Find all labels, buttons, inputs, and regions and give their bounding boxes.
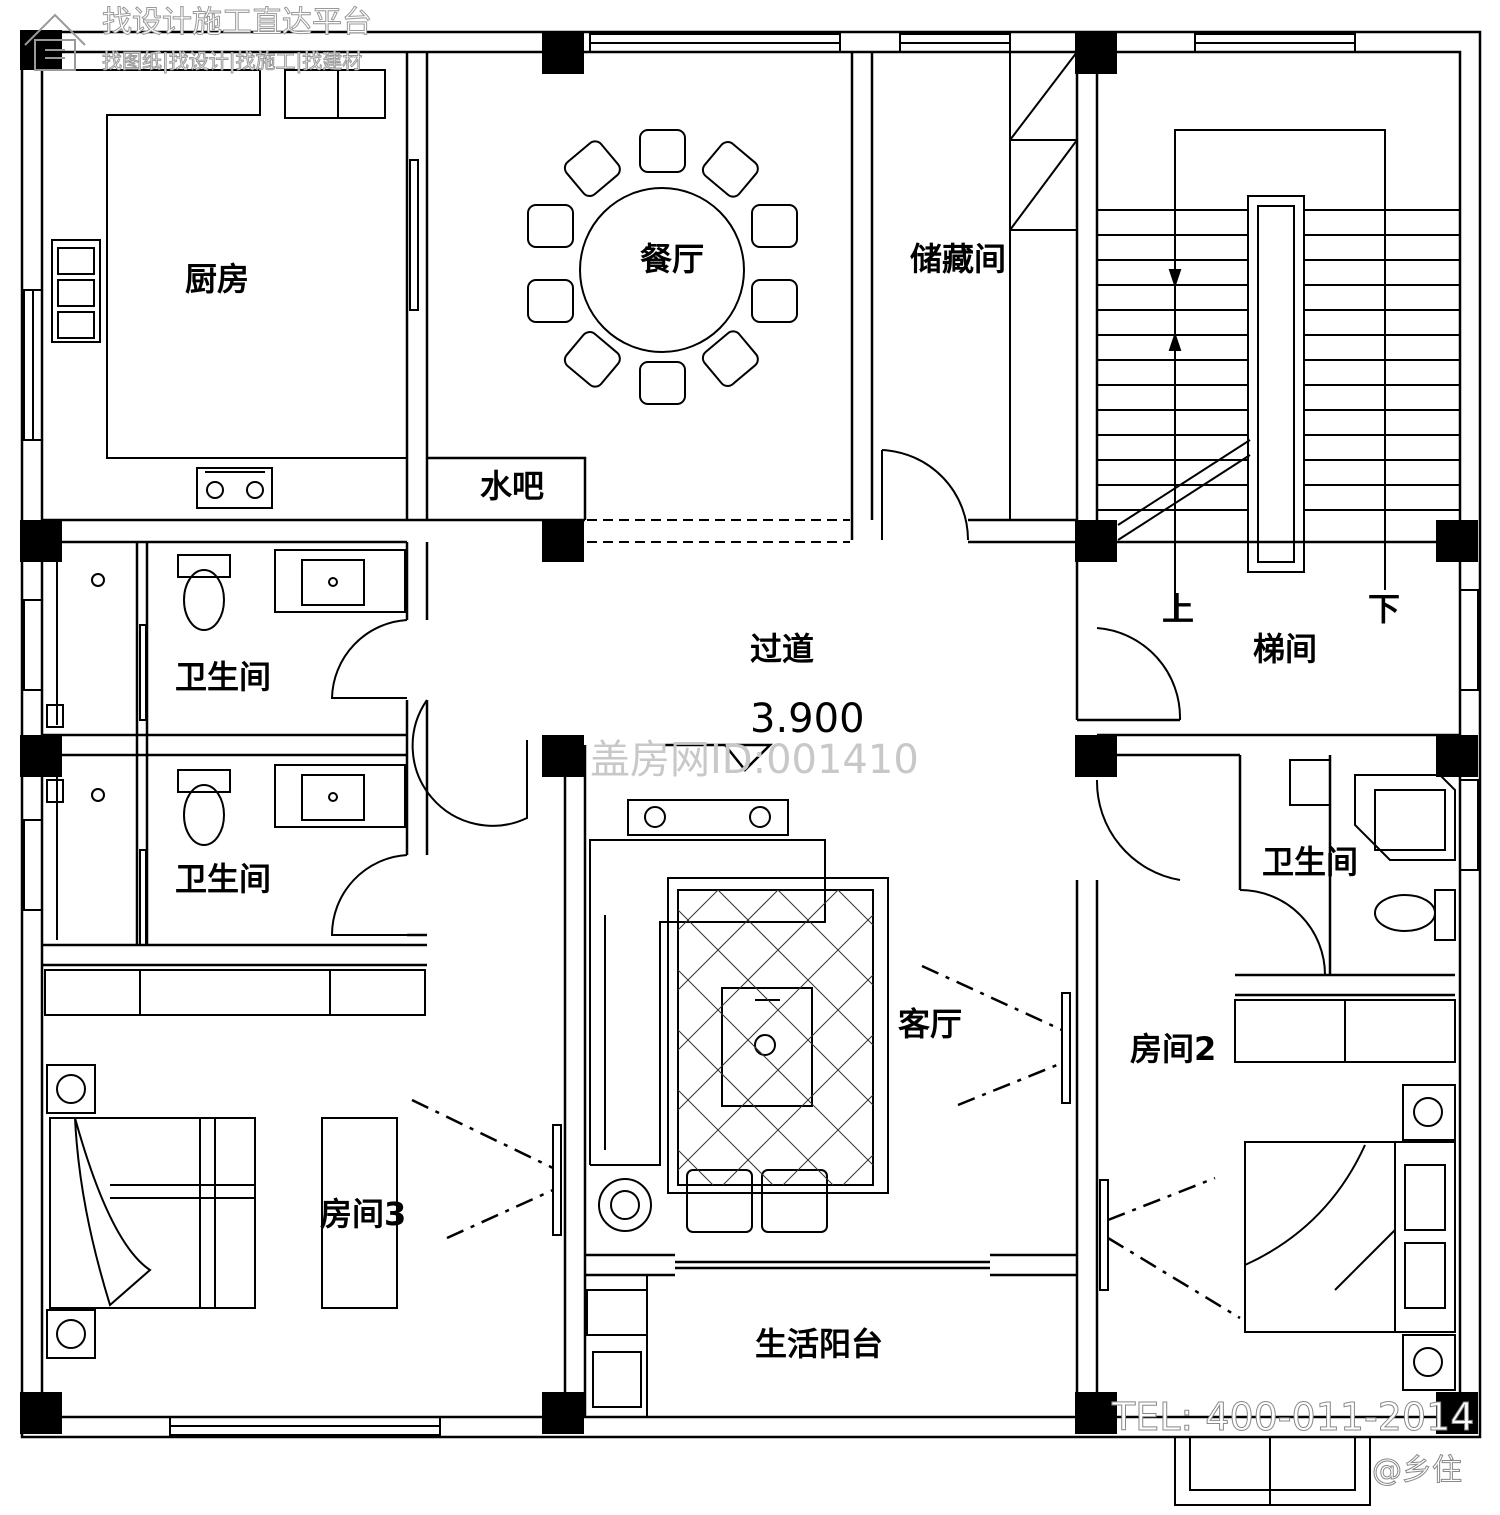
staircase <box>1097 129 1460 620</box>
bath-3-label: 卫生间 <box>1262 843 1358 881</box>
dining-label: 餐厅 <box>640 240 704 278</box>
bedroom-3-label: 房间3 <box>320 1195 406 1233</box>
bedroom-2-label: 房间2 <box>1130 1030 1216 1068</box>
living-room-furniture <box>589 799 889 1233</box>
balcony-label: 生活阳台 <box>755 1325 883 1363</box>
storage-shelves <box>1009 51 1078 520</box>
kitchen-fixtures <box>42 69 407 509</box>
bedroom-3-furniture <box>44 969 426 1359</box>
balcony-fixtures <box>586 1275 648 1417</box>
kitchen-label: 厨房 <box>185 260 249 298</box>
outer-wall <box>20 30 1482 1439</box>
elevation-label: 3.900 <box>750 696 865 742</box>
bedroom-2-furniture <box>1234 759 1456 1391</box>
bath-1-label: 卫生间 <box>175 658 271 696</box>
watermark-brand-links: 找图纸|找设计|找施工|找建材 <box>102 49 362 73</box>
watermark-site-id: 盖房网ID:001410 <box>590 737 919 783</box>
bar-counter <box>427 456 587 520</box>
corridor-label: 过道 <box>750 630 814 668</box>
doors <box>139 159 1326 1291</box>
bar-label: 水吧 <box>480 467 544 505</box>
dining-table <box>527 129 798 405</box>
windows <box>23 33 1479 1506</box>
stair-down-label: 下 <box>1368 590 1400 628</box>
living-room-label: 客厅 <box>898 1005 962 1043</box>
stair-hall-label: 梯间 <box>1253 630 1317 668</box>
watermark-brand-line: 找设计施工直达平台 <box>102 5 372 40</box>
stair-up-label: 上 <box>1162 590 1194 628</box>
columns <box>20 30 1478 1434</box>
living-room-rug-pattern <box>677 889 874 1186</box>
storage-label: 储藏间 <box>910 240 1006 278</box>
watermark-handle: @乡住 <box>1372 1453 1462 1488</box>
brand-logo <box>24 13 86 71</box>
interior-walls <box>42 52 1460 1417</box>
watermark-tel: TEL: 400-011-2014 <box>1111 1395 1474 1439</box>
bath-fixtures-left <box>46 549 406 940</box>
door-swing-dashes <box>411 964 1241 1320</box>
elevation-marker <box>665 743 774 772</box>
bath-2-label: 卫生间 <box>175 860 271 898</box>
